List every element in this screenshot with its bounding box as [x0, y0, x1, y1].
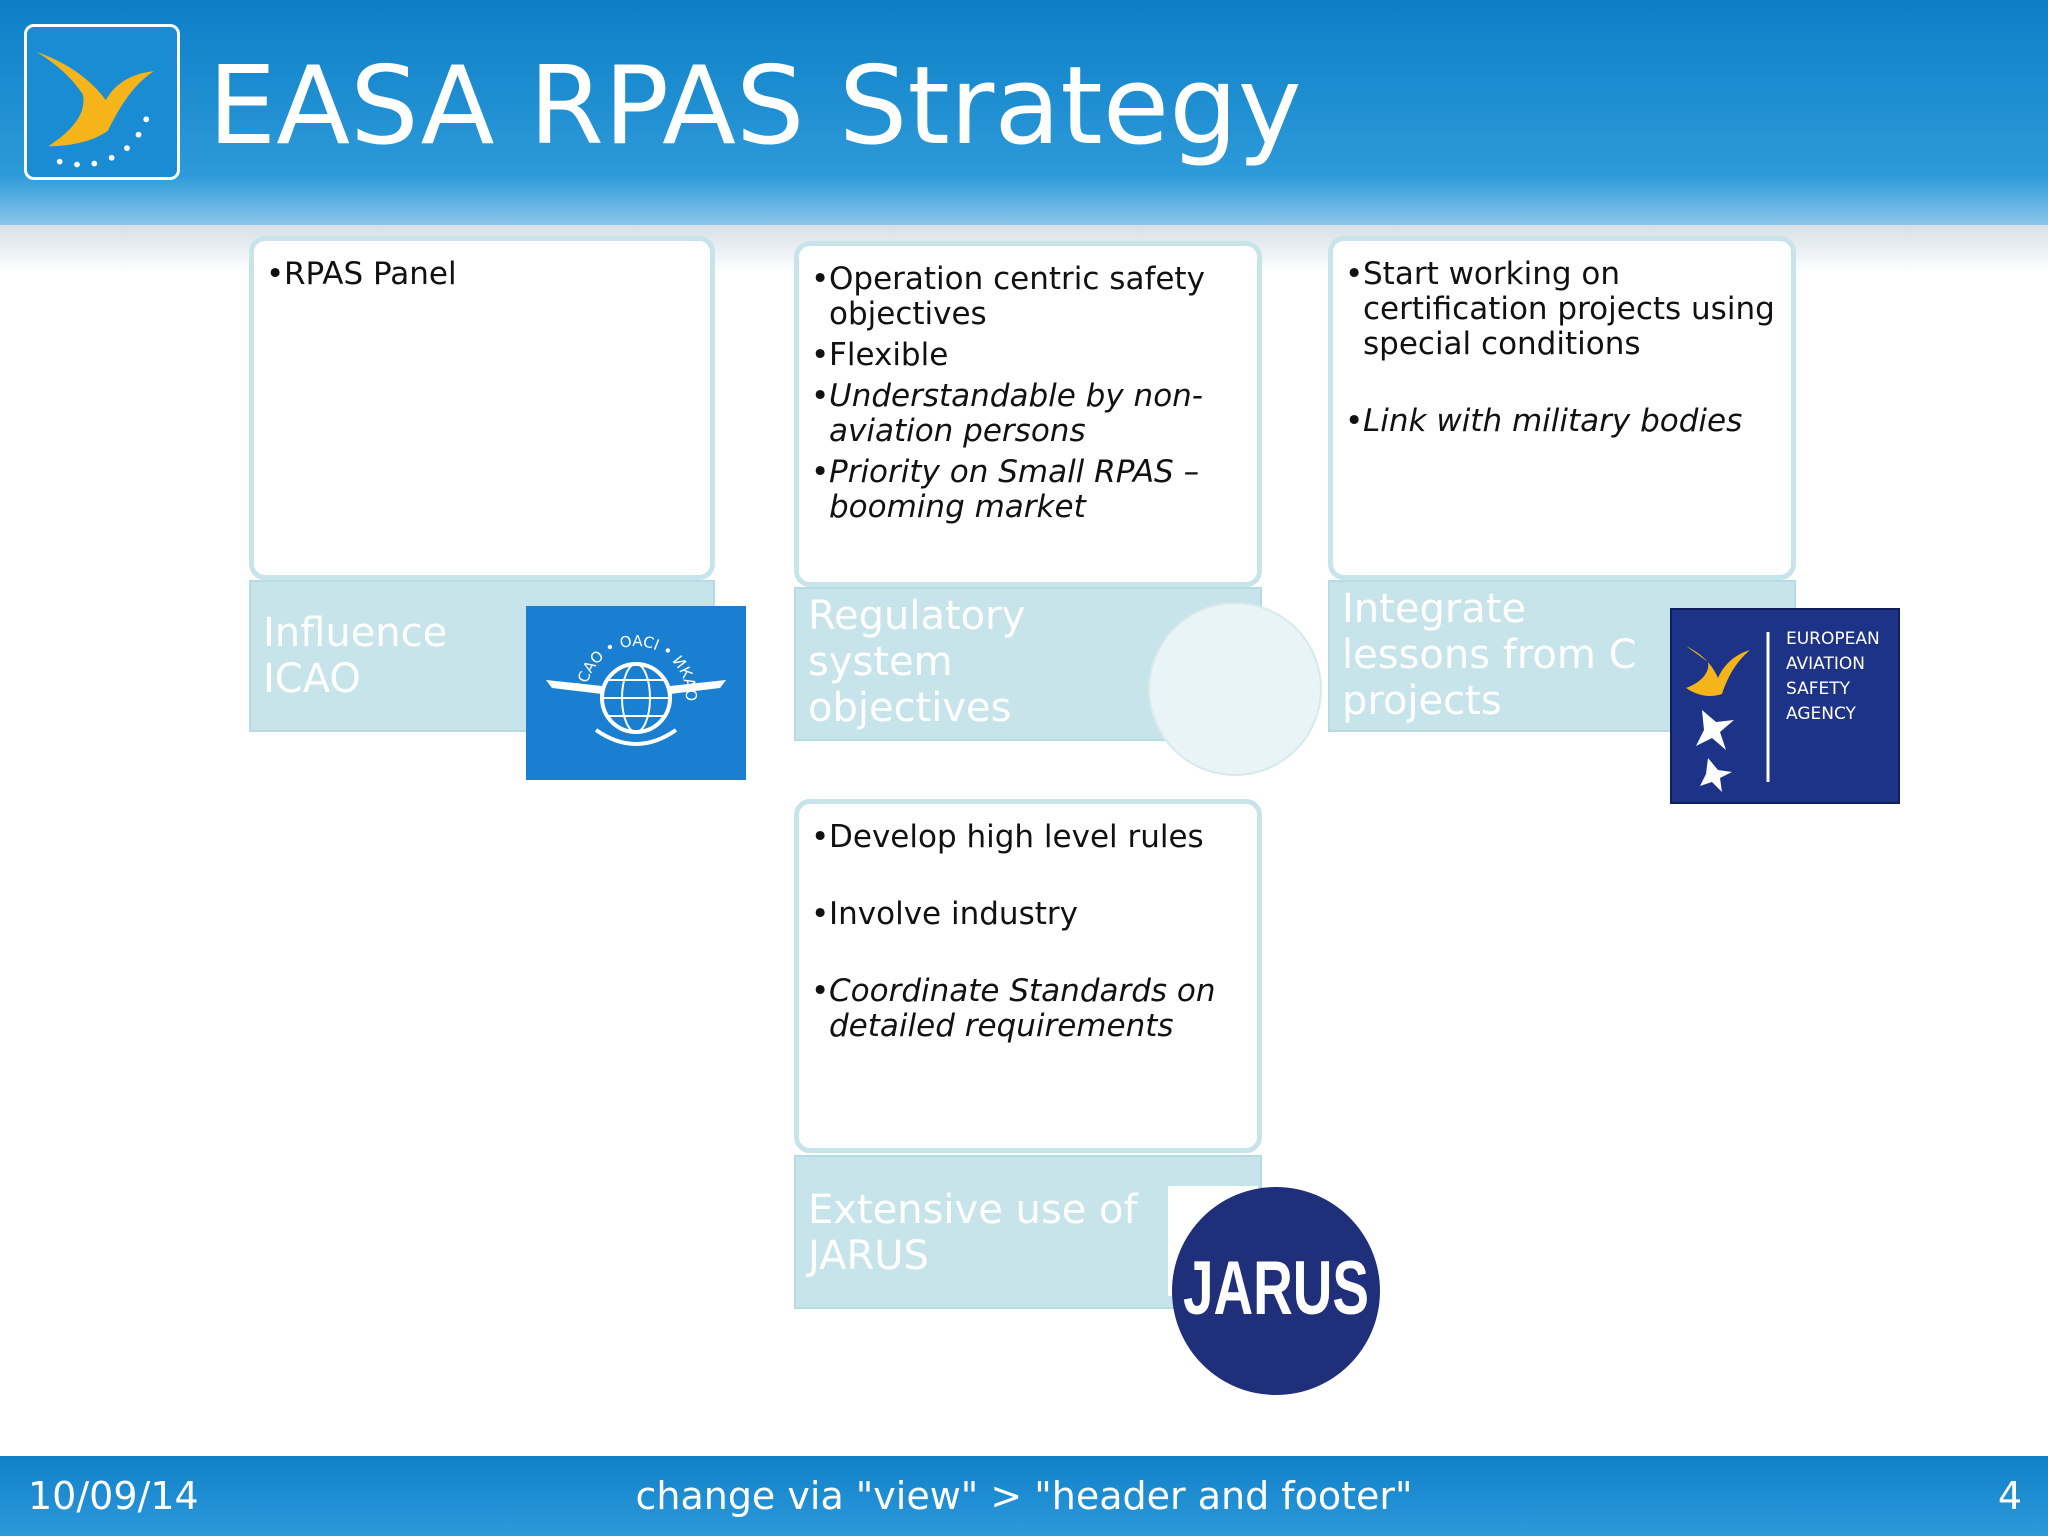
icao-logo: ICAO • OACI • ИКАО	[526, 606, 746, 780]
bullet-text: Priority on Small RPAS – booming market	[829, 454, 1200, 525]
bullet-text: Coordinate Standards on detailed require…	[829, 973, 1216, 1044]
footer-date: 10/09/14	[28, 1474, 199, 1518]
card-regulatory-objectives: •Operation centric safety objectives •Fl…	[794, 241, 1262, 587]
jarus-text: JARUS	[1183, 1246, 1369, 1331]
bullet-text: Flexible	[829, 337, 949, 373]
bullet-text: Involve industry	[829, 896, 1078, 932]
bullet-item: •Coordinate Standards on detailed requir…	[811, 974, 1245, 1044]
bullet-item: •Start working on certification projects…	[1345, 257, 1779, 362]
easa-line: AGENCY	[1786, 704, 1857, 724]
slide-header: EASA RPAS Strategy	[0, 0, 2048, 225]
slide-title: EASA RPAS Strategy	[208, 44, 1302, 169]
easa-line: SAFETY	[1786, 679, 1851, 699]
bullet-item: •RPAS Panel	[266, 256, 457, 292]
band-label: Integrate lessons from C projects	[1342, 586, 1637, 724]
card-influence-icao: •RPAS Panel	[249, 236, 715, 580]
easa-line: EUROPEAN	[1786, 629, 1880, 649]
band-label: Regulatory system objectives	[808, 593, 1026, 731]
slide-footer: change via "view" > "header and footer" …	[0, 1456, 2048, 1536]
page-number: 4	[1997, 1474, 2022, 1518]
bullet-item: •Flexible	[811, 337, 949, 373]
card-integrate-lessons: •Start working on certification projects…	[1328, 236, 1796, 580]
bullet-text: Operation centric safety objectives	[829, 261, 1205, 332]
bullet-text: Link with military bodies	[1363, 403, 1743, 439]
bullet-text: RPAS Panel	[284, 256, 457, 292]
bullet-item: •Priority on Small RPAS – booming market	[811, 455, 1245, 525]
bullet-item: •Understandable by non-aviation persons	[811, 379, 1245, 449]
bullet-text: Understandable by non-aviation persons	[829, 378, 1203, 449]
card-extensive-jarus: •Develop high level rules •Involve indus…	[794, 799, 1262, 1153]
bird-icon	[36, 52, 154, 168]
bullet-item: •Link with military bodies	[1345, 403, 1743, 439]
bullet-item: •Operation centric safety objectives	[811, 262, 1245, 332]
easa-line: AVIATION	[1786, 654, 1865, 674]
bullet-text: Develop high level rules	[829, 819, 1204, 855]
bullet-item: •Develop high level rules	[811, 819, 1204, 855]
footer-center-text: change via "view" > "header and footer"	[635, 1474, 1413, 1518]
faded-circle-graphic	[1148, 602, 1322, 776]
easa-bird-logo	[24, 24, 180, 180]
band-label: Extensive use of JARUS	[808, 1187, 1138, 1279]
jarus-logo: JARUS	[1168, 1186, 1382, 1396]
bullet-text: Start working on certification projects …	[1363, 256, 1775, 362]
bullet-item: •Involve industry	[811, 896, 1078, 932]
easa-agency-logo: EUROPEAN AVIATION SAFETY AGENCY	[1670, 608, 1900, 804]
band-label: Influence ICAO	[263, 610, 448, 702]
